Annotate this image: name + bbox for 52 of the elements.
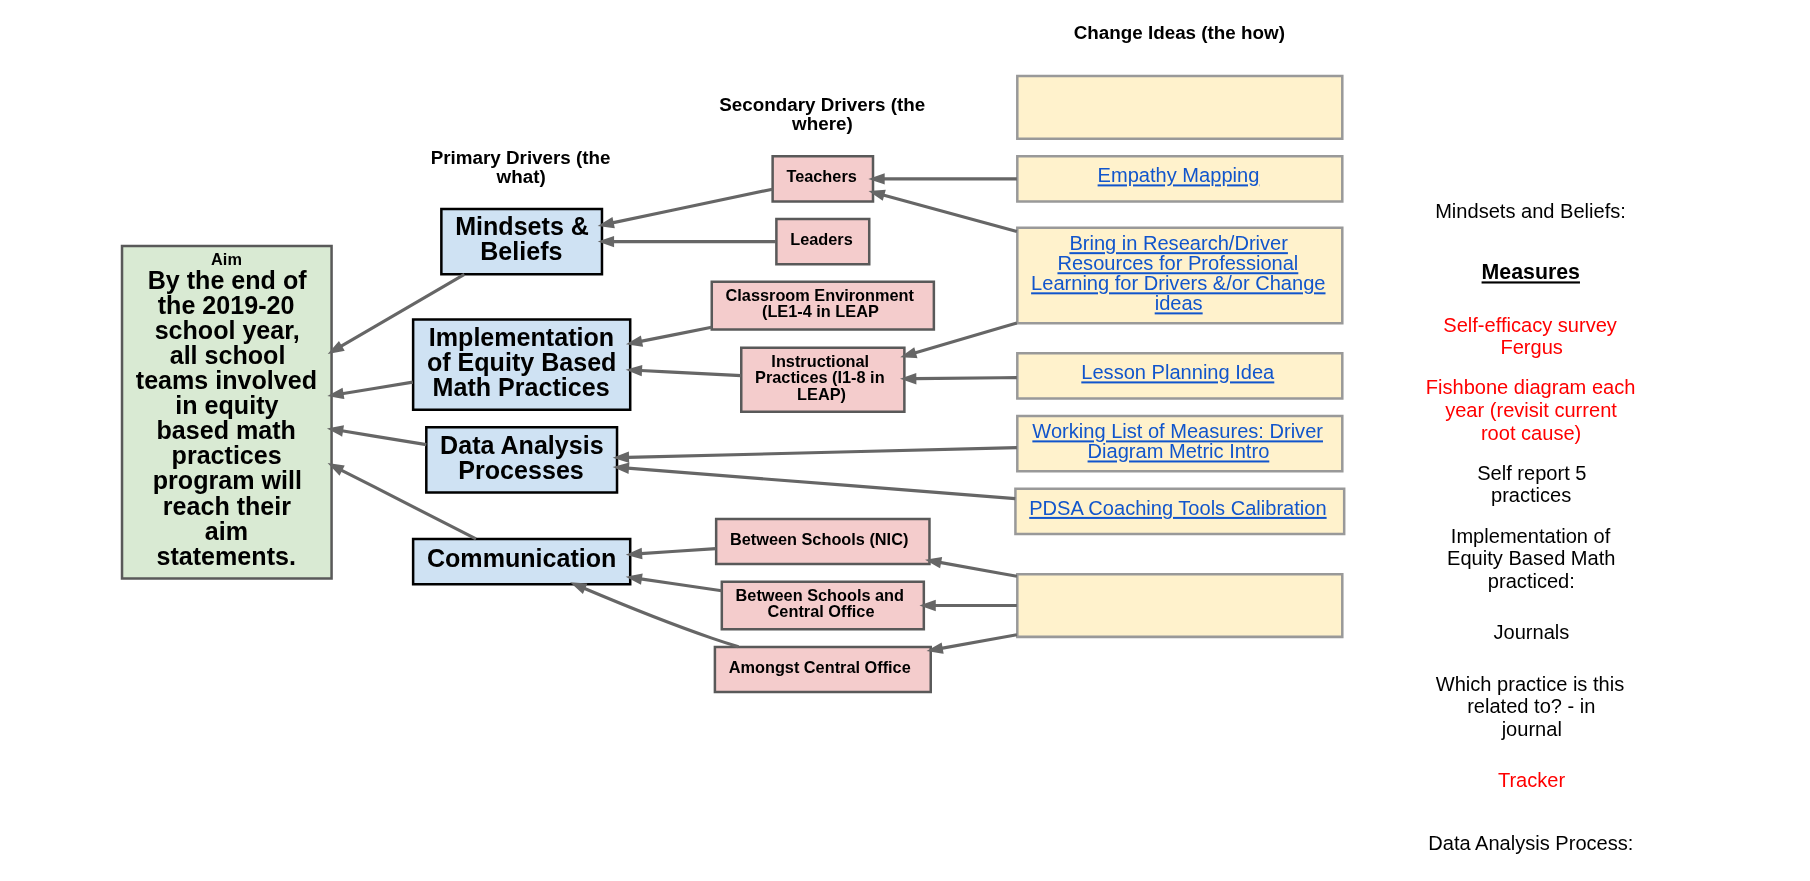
arrow: [899, 372, 1017, 385]
arrow: [326, 380, 413, 400]
arrow: [597, 187, 773, 229]
label: Change Ideas (the how): [1073, 21, 1285, 43]
arrow: [625, 573, 722, 593]
node-box: Amongst Central Office: [713, 645, 932, 694]
arrow: [327, 272, 465, 355]
arrow: [569, 582, 739, 649]
arrow: [924, 557, 1017, 578]
node-box: Leaders: [774, 217, 870, 266]
node-box: Mindsets & Beliefs: [439, 207, 603, 276]
arrow: [326, 425, 427, 447]
arrow: [926, 633, 1017, 654]
label: Tracker: [1497, 769, 1565, 792]
node-box: Aim By the end of the 2019-20 school year, all school teams involved in equity based math practices program will reach their aim statements.: [120, 244, 333, 580]
node-box: Lesson Planning Idea: [1015, 352, 1344, 400]
node-box: [1015, 74, 1344, 140]
label: Self-efficacy survey Fergus: [1442, 313, 1617, 359]
arrow: [597, 235, 776, 248]
arrow: [625, 547, 716, 560]
arrow: [899, 321, 1017, 359]
node-box: Communication: [411, 537, 631, 586]
arrow: [327, 463, 477, 541]
label: Self report 5 practices: [1476, 461, 1586, 507]
label: Secondary Drivers (the where): [718, 94, 925, 134]
node-box: Empathy Mapping: [1015, 155, 1344, 203]
node-box: Between Schools and Central Office: [720, 580, 925, 631]
node-box: [1015, 572, 1344, 639]
node-box: Between Schools (NIC): [714, 517, 931, 566]
arrow: [612, 462, 1015, 501]
label: Mindsets and Beliefs:: [1434, 199, 1626, 222]
node-box: Teachers: [770, 155, 874, 203]
arrow: [625, 364, 741, 378]
label: Fishbone diagram each year (revisit current root cause): [1425, 376, 1635, 444]
label: Primary Drivers (the what): [430, 146, 611, 187]
node-box: Instructional Practices (I1-8 in LEAP): [739, 346, 906, 413]
arrow: [868, 189, 1017, 233]
node-box: Implementation of Equity Based Math Practices: [411, 318, 631, 411]
node-box: Data Analysis Processes: [424, 426, 618, 494]
arrow: [867, 173, 1017, 185]
label: Data Analysis Process:: [1427, 831, 1633, 854]
label: Journals: [1493, 621, 1569, 644]
arrow: [612, 446, 1017, 464]
node-box: Bring in Research/Driver Resources for Professional Learning for Drivers &/or Change ideas: [1015, 226, 1344, 325]
label: Implementation of Equity Based Math practiced:: [1446, 524, 1615, 592]
arrow: [918, 599, 1017, 612]
node-box: PDSA Coaching Tools Calibration: [1013, 487, 1345, 536]
node-box: Working List of Measures: Driver Diagram Metric Intro: [1015, 414, 1344, 473]
node-box: Classroom Environment (LE1-4 in LEAP: [710, 280, 935, 331]
label: Which practice is this related to? - in journal: [1435, 672, 1624, 740]
label: Measures: [1481, 260, 1580, 285]
arrow: [625, 325, 712, 347]
